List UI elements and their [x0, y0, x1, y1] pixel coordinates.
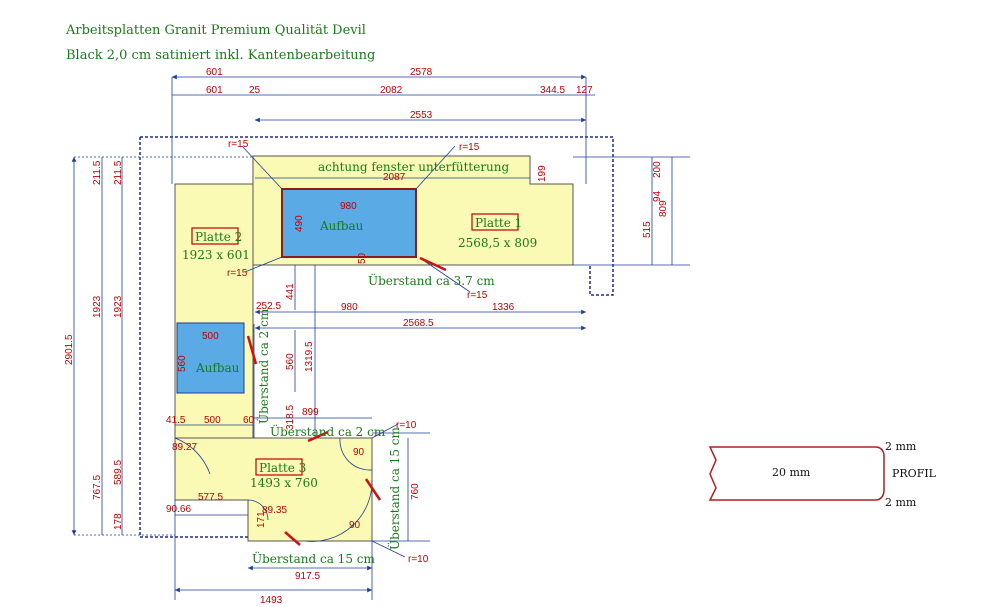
- angle-8927: 89.27: [172, 442, 197, 453]
- arc-90a: [339, 437, 373, 471]
- leader-r10b: [371, 540, 406, 558]
- dim-560a: 560: [177, 355, 188, 372]
- leader-r10a: [371, 423, 399, 439]
- dim-601b: 601: [206, 85, 223, 96]
- dim-1923a: 1923: [92, 295, 103, 318]
- dim-25685: 2568.5: [403, 318, 434, 329]
- edge-profile-shape: [708, 446, 885, 501]
- dim-25: 25: [249, 85, 261, 96]
- plate2-name: Platte 2: [195, 230, 242, 244]
- radius-r10b: r=10: [408, 554, 429, 565]
- dim-199: 199: [537, 165, 548, 182]
- dim-441: 441: [285, 283, 296, 300]
- dim-809: 809: [658, 200, 669, 217]
- overhang-label-37: Überstand ca 3.7 cm: [368, 272, 495, 288]
- leader-r15b: [415, 145, 456, 190]
- dim-980b: 980: [341, 302, 358, 313]
- aufbau-label-2: Aufbau: [195, 361, 240, 375]
- dim-1493: 1493: [260, 595, 283, 606]
- dim-2087: 2087: [383, 172, 406, 183]
- aufbau-label-1: Aufbau: [319, 219, 364, 233]
- overhang-label-15v: Überstand ca 15 cm: [386, 427, 402, 550]
- overhang-marker-2: [246, 335, 258, 365]
- dim-94: 94: [652, 190, 663, 202]
- room-outline-dotted: [139, 136, 614, 538]
- plate2-name-box: [191, 227, 239, 245]
- dim-500b: 500: [204, 415, 221, 426]
- dim-3185: 318.5: [285, 405, 296, 430]
- angle-8935: 89.35: [262, 505, 287, 516]
- dim-5895: 589.5: [113, 460, 124, 485]
- overhang-marker-5: [284, 531, 301, 546]
- title-line-1: Arbeitsplatten Granit Premium Qualität D…: [66, 23, 366, 38]
- radius-r15a: r=15: [228, 139, 249, 150]
- dim-2553: 2553: [410, 110, 433, 121]
- dim-760: 760: [410, 483, 421, 500]
- overhang-label-2h: Überstand ca 2 cm: [270, 423, 386, 439]
- overhang-label-2v: Überstand ca 2 cm: [255, 308, 271, 424]
- dim-178: 178: [113, 513, 124, 530]
- aufbau-cooktop-1: [281, 188, 417, 258]
- dim-601a: 601: [206, 67, 223, 78]
- plate1-name: Platte 1: [475, 216, 522, 230]
- dim-2115a: 211.5: [92, 160, 103, 185]
- dim-50: 50: [357, 252, 368, 264]
- dim-1923b: 1923: [113, 295, 124, 318]
- aufbau-sink-2: [176, 322, 245, 394]
- angle-90b: 90: [349, 520, 361, 531]
- dim-2082: 2082: [380, 85, 403, 96]
- dim-29015: 2901.5: [64, 334, 75, 365]
- radius-r10a: r=10: [396, 420, 417, 431]
- leader-r15c: [244, 256, 283, 273]
- overhang-marker-1: [419, 256, 447, 272]
- dim-127: 127: [576, 85, 593, 96]
- dim-13195: 1319.5: [304, 341, 315, 372]
- dim-5775: 577.5: [198, 492, 223, 503]
- plate3-name: Platte 3: [259, 461, 306, 475]
- angle-9066: 90.66: [166, 504, 191, 515]
- dim-2578: 2578: [410, 67, 433, 78]
- overhang-marker-3: [307, 430, 329, 443]
- plate2-size: 1923 x 601: [182, 248, 250, 262]
- dim-9175: 917.5: [295, 571, 320, 582]
- dim-2525: 252.5: [256, 301, 281, 312]
- radius-r15b: r=15: [459, 142, 480, 153]
- arc-8935: [247, 499, 269, 521]
- dim-3445: 344.5: [540, 85, 565, 96]
- dim-490: 490: [294, 215, 305, 232]
- plate3-name-box: [255, 458, 303, 476]
- arc-8927: [174, 437, 211, 475]
- dim-200: 200: [652, 161, 663, 178]
- leader-r15a: [241, 145, 283, 190]
- dim-2115b: 211.5: [113, 160, 124, 185]
- overhang-label-15h: Überstand ca 15 cm: [252, 550, 375, 566]
- dim-1336: 1336: [492, 302, 515, 313]
- window-note: achtung fenster unterfütterung: [318, 160, 510, 174]
- profile-thickness: 20 mm: [772, 466, 811, 479]
- dim-560b: 560: [285, 353, 296, 370]
- profile-top: 2 mm: [885, 440, 917, 453]
- title-line-2: Black 2,0 cm satiniert inkl. Kantenbearb…: [66, 48, 376, 63]
- leader-r15d: [419, 257, 471, 293]
- plate1-size: 2568,5 x 809: [458, 236, 537, 250]
- dim-899: 899: [302, 407, 319, 418]
- radius-r15d: r=15: [467, 290, 488, 301]
- dim-515: 515: [642, 221, 653, 238]
- profile-label: PROFIL: [892, 467, 937, 480]
- radius-r15c: r=15: [227, 268, 248, 279]
- overhang-marker-4: [364, 478, 382, 501]
- plate1-name-box: [471, 213, 519, 231]
- angle-90a: 90: [353, 447, 365, 458]
- profile-bottom: 2 mm: [885, 496, 917, 509]
- dim-415: 41.5: [166, 415, 186, 426]
- dim-980a: 980: [340, 201, 357, 212]
- dim-171: 171: [256, 511, 267, 528]
- dim-60: 60: [243, 415, 255, 426]
- plate3-size: 1493 x 760: [250, 476, 318, 490]
- dim-500a: 500: [202, 331, 219, 342]
- arc-90b: [304, 479, 373, 542]
- dim-7675: 767.5: [92, 475, 103, 500]
